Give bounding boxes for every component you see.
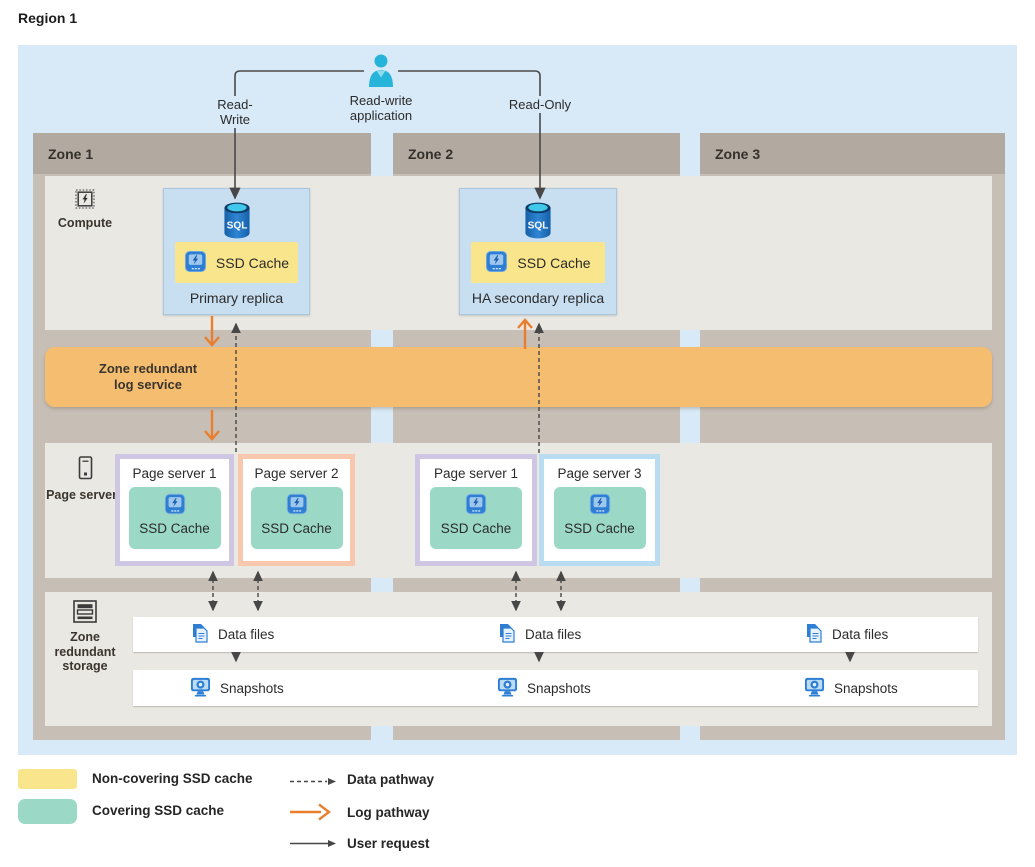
ha-secondary-replica-box: SQL SSD Cache HA secondary replica [459, 188, 617, 315]
server-icon [45, 456, 125, 485]
zone3-header: Zone 3 [700, 133, 1005, 174]
ssd-cache-label: SSD Cache [517, 254, 591, 271]
application-label: Read-write application [349, 93, 413, 124]
page-server-title: Page server 1 [132, 466, 217, 481]
log-service-band: Zone redundant log service [45, 347, 992, 407]
storage-rack-icon [45, 600, 125, 627]
snapshots-item: Snapshots [497, 670, 591, 706]
legend-user-request: User request [347, 836, 430, 851]
snapshots-label: Snapshots [220, 680, 284, 696]
data-files-strip [133, 617, 978, 652]
storage-label: Zone redundant storage [54, 629, 116, 674]
legend-data-pathway: Data pathway [347, 772, 435, 787]
data-files-icon [805, 623, 823, 646]
data-files-item: Data files [191, 617, 274, 652]
ssd-cache-label: SSD Cache [440, 521, 512, 536]
noncovering-ssd-cache: SSD Cache [175, 242, 298, 283]
yellow-swatch [18, 769, 77, 789]
ha-secondary-caption: HA secondary replica [471, 290, 605, 306]
data-files-item: Data files [498, 617, 581, 652]
ssd-cache-label: SSD Cache [564, 521, 635, 536]
data-files-icon [498, 623, 516, 646]
data-files-item: Data files [805, 617, 888, 652]
snapshots-label: Snapshots [527, 680, 591, 696]
green-swatch [18, 799, 77, 824]
legend-log-pathway: Log pathway [347, 805, 430, 820]
data-files-icon [191, 623, 209, 646]
sql-icon-text: SQL [226, 221, 247, 232]
data-files-label: Data files [525, 627, 582, 642]
covering-ssd-cache: SSD Cache [128, 487, 221, 549]
page-server-title: Page server 1 [433, 466, 519, 481]
zone1-header: Zone 1 [33, 133, 371, 174]
read-only-label: Read-Only [505, 96, 575, 113]
log-service-label: Zone redundant log service [98, 361, 198, 392]
snapshots-icon [804, 676, 825, 701]
page-server-box: Page server 1 SSD Cache [415, 454, 537, 566]
legend-covering: Covering SSD cache [92, 803, 225, 818]
zone2-label: Zone 2 [408, 145, 454, 162]
ssd-drive-icon [485, 250, 508, 276]
zone2-header: Zone 2 [393, 133, 680, 174]
user-icon [366, 54, 396, 93]
page-servers-section: Page servers [45, 456, 125, 503]
ssd-cache-label: SSD Cache [215, 254, 290, 271]
snapshots-icon [190, 676, 211, 701]
region-title: Region 1 [18, 10, 78, 26]
compute-section: Compute [45, 189, 125, 231]
snapshots-item: Snapshots [190, 670, 284, 706]
primary-replica-caption: Primary replica [189, 290, 284, 306]
ssd-cache-label: SSD Cache [261, 521, 332, 536]
noncovering-ssd-cache: SSD Cache [471, 242, 605, 283]
ssd-drive-icon [184, 250, 207, 276]
page-server-box: Page server 2 SSD Cache [238, 454, 355, 566]
covering-ssd-cache: SSD Cache [553, 487, 646, 549]
data-files-label: Data files [832, 627, 889, 642]
snapshots-label: Snapshots [834, 680, 898, 696]
ssd-drive-icon [286, 493, 308, 518]
snapshots-icon [497, 676, 518, 701]
zone1-label: Zone 1 [48, 145, 94, 162]
legend-noncovering: Non-covering SSD cache [92, 771, 253, 786]
compute-label: Compute [57, 215, 113, 230]
page-servers-label: Page servers [46, 487, 124, 502]
sql-database-icon: SQL [222, 201, 251, 245]
orange-arrow-icon [288, 802, 340, 827]
ssd-drive-icon [465, 493, 487, 518]
snapshots-strip [133, 670, 978, 706]
dashed-arrow-icon [288, 775, 340, 793]
sql-database-icon: SQL [524, 201, 553, 245]
storage-section: Zone redundant storage [45, 600, 125, 674]
page-server-box: Page server 3 SSD Cache [539, 454, 660, 566]
page-server-title: Page server 3 [557, 466, 642, 481]
covering-ssd-cache: SSD Cache [430, 487, 522, 549]
sql-icon-text: SQL [528, 221, 549, 232]
ssd-cache-label: SSD Cache [139, 521, 210, 536]
zone3-label: Zone 3 [715, 145, 761, 162]
page-server-title: Page server 2 [254, 466, 339, 481]
cpu-chip-icon [45, 189, 125, 213]
snapshots-item: Snapshots [804, 670, 898, 706]
data-files-label: Data files [218, 627, 275, 642]
ssd-drive-icon [589, 493, 611, 518]
covering-ssd-cache: SSD Cache [250, 487, 343, 549]
primary-replica-box: SQL SSD Cache Primary replica [163, 188, 310, 315]
page-server-box: Page server 1 SSD Cache [115, 454, 234, 566]
ssd-drive-icon [164, 493, 186, 518]
solid-arrow-icon [288, 837, 340, 855]
read-write-label: Read-Write [200, 96, 270, 128]
